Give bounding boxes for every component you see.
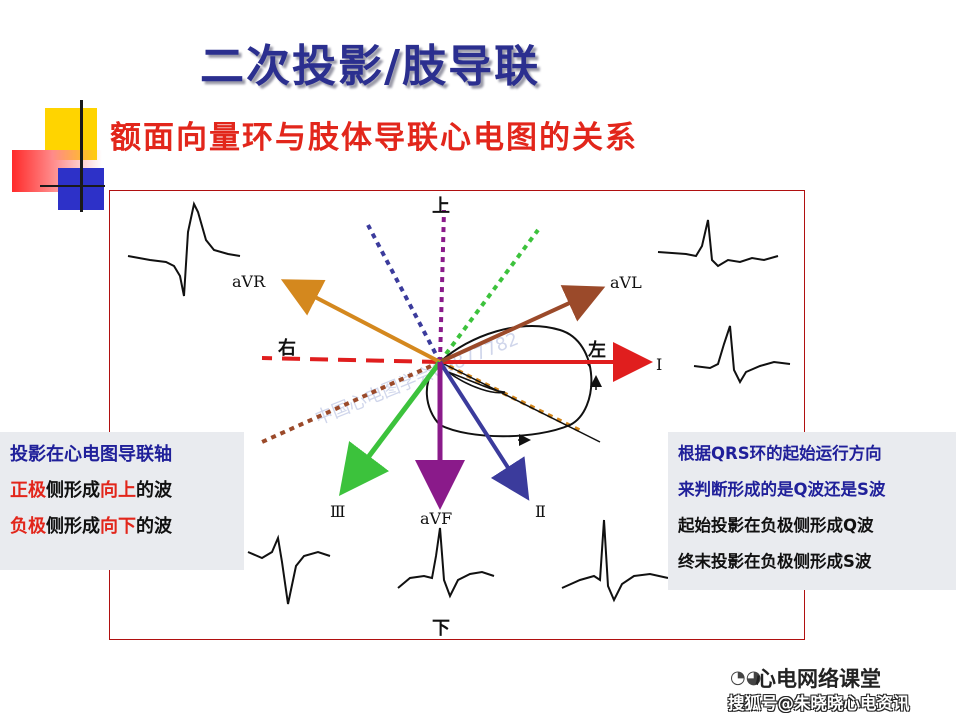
wave-text: 的波 (136, 480, 172, 501)
left-box-line-1: 投影在心电图导联轴 (10, 444, 172, 465)
wechat-icon: ◔◕ (730, 667, 762, 688)
watermark-text: 中国心电图学会09877782 (312, 329, 522, 430)
footer-brand: 心电网络课堂 (755, 667, 881, 691)
label-left: 左 (588, 339, 606, 361)
left-box-line-2: 正极侧形成向上的波 (10, 476, 234, 502)
label-right: 右 (278, 337, 296, 359)
ecg-waveform-iii (247, 534, 331, 605)
lead-avr-positive-axis (280, 279, 441, 364)
lead-iii-negative-axis (438, 228, 540, 364)
downward-text: 向下 (100, 516, 136, 537)
right-box-line-4: 终末投影在负极侧形成S波 (678, 552, 872, 571)
wave-text-2: 的波 (136, 516, 172, 537)
left-info-box: 投影在心电图导联轴 正极侧形成向上的波 负极侧形成向下的波 (0, 432, 244, 570)
side-form-text-2: 侧形成 (46, 516, 100, 537)
slide-title: 二次投影/肢导联 (200, 41, 541, 92)
right-box-line-3: 起始投影在负极侧形成Q波 (678, 516, 874, 535)
lead-avf-negative-axis (438, 209, 446, 363)
lead-avr-negative-axis (439, 360, 584, 434)
ecg-waveform-avl (657, 219, 779, 268)
lead-avl-negative-axis (261, 360, 441, 444)
upward-text: 向上 (100, 480, 136, 501)
right-box-line-2: 来判断形成的是Q波还是S波 (678, 480, 886, 499)
lead-iii-positive-axis (338, 360, 442, 496)
label-ii: Ⅱ (535, 502, 546, 521)
right-info-box: 根据QRS环的起始运行方向 来判断形成的是Q波还是S波 起始投影在负极侧形成Q波… (668, 432, 956, 590)
ecg-waveform-avr (127, 201, 241, 297)
label-up: 上 (432, 196, 450, 217)
ecg-waveform-i (693, 325, 791, 385)
decor-vertical-line (80, 100, 83, 212)
reference-line (439, 361, 601, 443)
lead-i-negative-axis (261, 356, 441, 364)
decor-horizontal-line (40, 185, 105, 187)
label-avr: aVR (232, 272, 266, 291)
negative-pole-text: 负极 (10, 516, 46, 537)
lead-avl-positive-axis (439, 285, 606, 364)
label-avl: aVL (610, 273, 642, 292)
side-form-text: 侧形成 (46, 480, 100, 501)
footer-source: 搜狐号@朱晓晓心电资讯 (728, 694, 910, 713)
lead-ii-positive-axis (438, 360, 530, 501)
inner-loop (447, 371, 506, 394)
label-i: I (656, 355, 662, 374)
label-iii: Ⅲ (330, 502, 345, 521)
right-box-line-1: 根据QRS环的起始运行方向 (678, 444, 882, 463)
label-avf: aVF (420, 509, 452, 528)
positive-pole-text: 正极 (10, 480, 46, 501)
left-box-line-3: 负极侧形成向下的波 (10, 512, 234, 538)
ecg-waveform-ii (561, 519, 669, 603)
ecg-waveform-avf (397, 527, 495, 599)
slide-subtitle: 额面向量环与肢体导联心电图的关系 (110, 120, 638, 156)
label-down: 下 (432, 618, 450, 639)
